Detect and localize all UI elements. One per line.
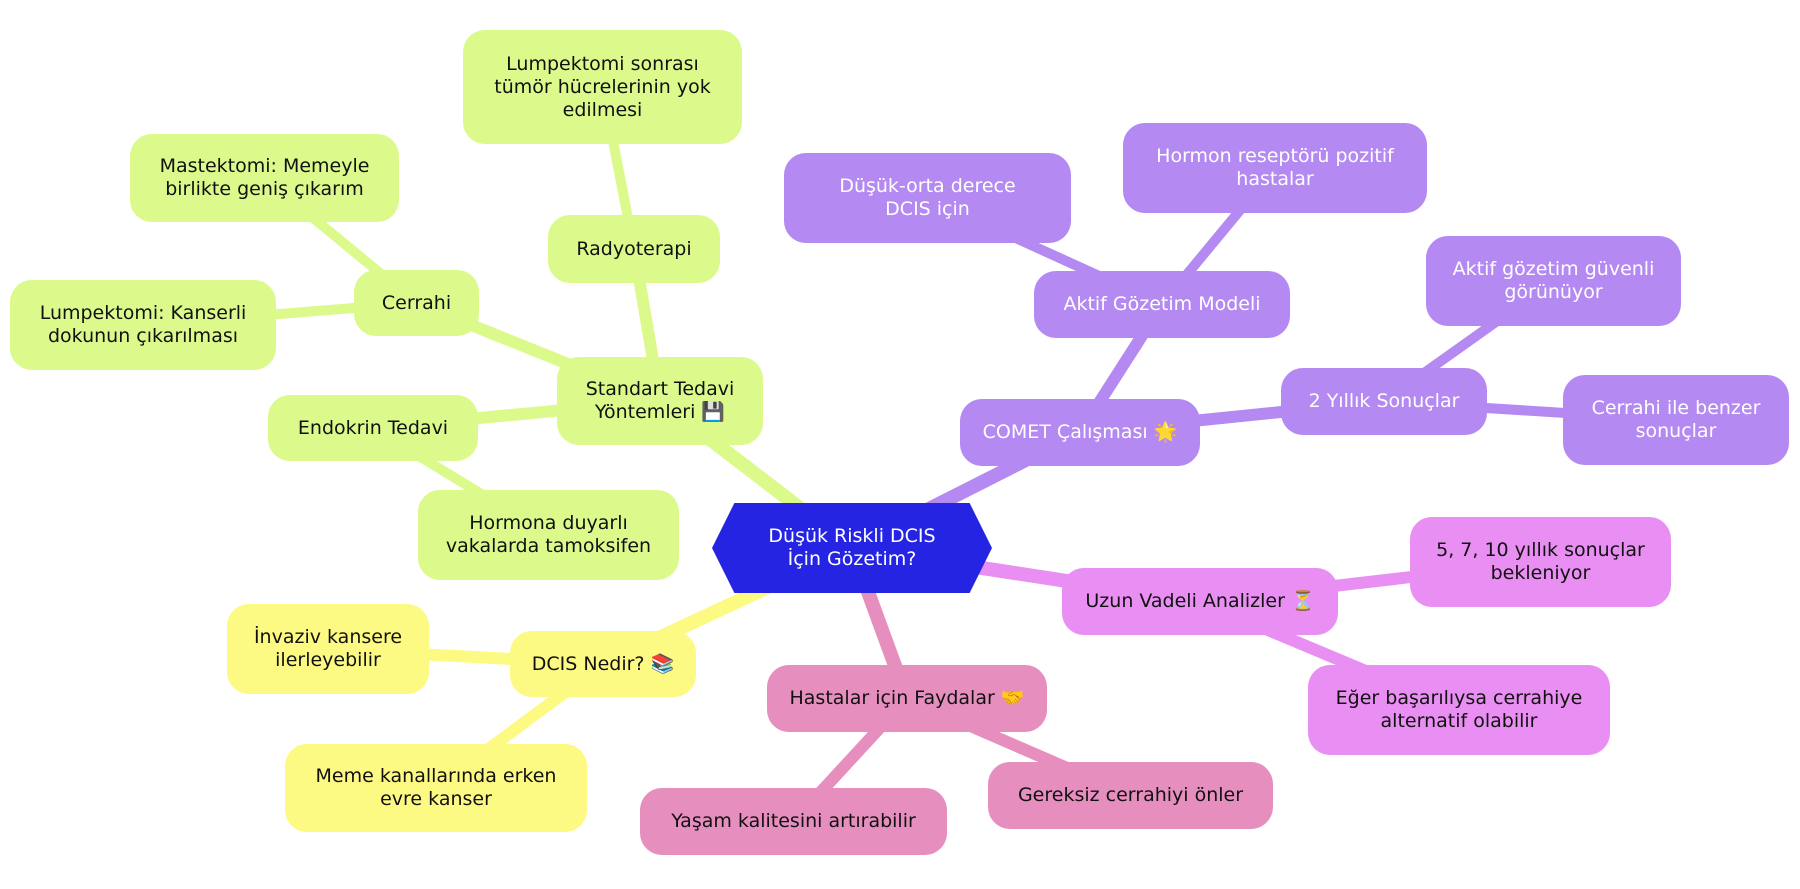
hormon-reseptoru-label: Hormon reseptörü pozitif hastalar — [1156, 145, 1394, 190]
radyoterapi-detay-node[interactable]: Lumpektomi sonrası tümör hücrelerinin yo… — [463, 30, 742, 144]
dusuk-orta-derece-node[interactable]: Düşük-orta derece DCIS için — [784, 153, 1071, 243]
invaziv-node[interactable]: İnvaziv kansere ilerleyebilir — [227, 604, 429, 694]
uzun-vadeli-analizler-label: Uzun Vadeli Analizler ⏳ — [1085, 590, 1315, 612]
bes-yedi-on-node[interactable]: 5, 7, 10 yıllık sonuçlar bekleniyor — [1410, 517, 1671, 607]
yasam-kalitesi-label: Yaşam kalitesini artırabilir — [671, 810, 916, 832]
cerrahi-benzer-node[interactable]: Cerrahi ile benzer sonuçlar — [1563, 375, 1789, 465]
standart-tedavi-node[interactable]: Standart Tedavi Yöntemleri 💾 — [557, 357, 763, 445]
endokrin-tedavi-label: Endokrin Tedavi — [297, 416, 449, 439]
eger-basariliysa-label: Eğer başarılıysa cerrahiye alternatif ol… — [1335, 687, 1583, 732]
dcis-nedir-label: DCIS Nedir? 📚 — [531, 652, 675, 675]
hastalar-icin-faydalar-node[interactable]: Hastalar için Faydalar 🤝 — [767, 665, 1047, 732]
lumpektomi-node[interactable]: Lumpektomi: Kanserli dokunun çıkarılması — [10, 280, 276, 370]
aktif-gozetim-guvenli-label: Aktif gözetim güvenli görünüyor — [1452, 258, 1655, 303]
meme-kanallari-label: Meme kanallarında erken evre kanser — [315, 765, 557, 810]
yasam-kalitesi-node[interactable]: Yaşam kalitesini artırabilir — [640, 788, 947, 855]
root-node[interactable]: Düşük Riskli DCIS İçin Gözetim? — [712, 503, 992, 593]
meme-kanallari-node[interactable]: Meme kanallarında erken evre kanser — [285, 744, 587, 832]
aktif-gozetim-guvenli-node[interactable]: Aktif gözetim güvenli görünüyor — [1426, 236, 1681, 326]
endokrin-tedavi-node[interactable]: Endokrin Tedavi — [268, 395, 478, 461]
iki-yillik-sonuclar-node[interactable]: 2 Yıllık Sonuçlar — [1281, 368, 1487, 435]
radyoterapi-detay-label: Lumpektomi sonrası tümör hücrelerinin yo… — [494, 52, 711, 121]
comet-calismasi-node[interactable]: COMET Çalışması 🌟 — [960, 399, 1200, 466]
iki-yillik-sonuclar-label: 2 Yıllık Sonuçlar — [1308, 390, 1460, 412]
radyoterapi-label: Radyoterapi — [576, 237, 692, 260]
mastektomi-node[interactable]: Mastektomi: Memeyle birlikte geniş çıkar… — [130, 134, 399, 222]
aktif-gozetim-modeli-label: Aktif Gözetim Modeli — [1063, 293, 1261, 315]
endokrin-detay-label: Hormona duyarlı vakalarda tamoksifen — [445, 512, 652, 557]
lumpektomi-label: Lumpektomi: Kanserli dokunun çıkarılması — [39, 302, 247, 347]
invaziv-label: İnvaziv kansere ilerleyebilir — [253, 626, 403, 671]
radyoterapi-node[interactable]: Radyoterapi — [548, 215, 720, 283]
eger-basariliysa-node[interactable]: Eğer başarılıysa cerrahiye alternatif ol… — [1308, 665, 1610, 755]
hastalar-icin-faydalar-label: Hastalar için Faydalar 🤝 — [789, 687, 1025, 709]
root-node-label: Düşük Riskli DCIS İçin Gözetim? — [768, 525, 936, 570]
comet-calismasi-label: COMET Çalışması 🌟 — [982, 421, 1178, 443]
dcis-nedir-node[interactable]: DCIS Nedir? 📚 — [510, 631, 696, 697]
endokrin-detay-node[interactable]: Hormona duyarlı vakalarda tamoksifen — [418, 490, 679, 580]
uzun-vadeli-analizler-node[interactable]: Uzun Vadeli Analizler ⏳ — [1062, 568, 1338, 635]
aktif-gozetim-modeli-node[interactable]: Aktif Gözetim Modeli — [1034, 271, 1290, 338]
cerrahi-label: Cerrahi — [381, 291, 452, 314]
hormon-reseptoru-node[interactable]: Hormon reseptörü pozitif hastalar — [1123, 123, 1427, 213]
gereksiz-cerrahi-label: Gereksiz cerrahiyi önler — [1017, 784, 1244, 806]
standart-tedavi-label: Standart Tedavi Yöntemleri 💾 — [585, 378, 735, 423]
gereksiz-cerrahi-node[interactable]: Gereksiz cerrahiyi önler — [988, 762, 1273, 829]
bes-yedi-on-label: 5, 7, 10 yıllık sonuçlar bekleniyor — [1436, 539, 1645, 584]
dusuk-orta-derece-label: Düşük-orta derece DCIS için — [839, 175, 1016, 220]
cerrahi-node[interactable]: Cerrahi — [354, 270, 479, 336]
cerrahi-benzer-label: Cerrahi ile benzer sonuçlar — [1591, 397, 1761, 442]
mastektomi-label: Mastektomi: Memeyle birlikte geniş çıkar… — [159, 155, 370, 200]
